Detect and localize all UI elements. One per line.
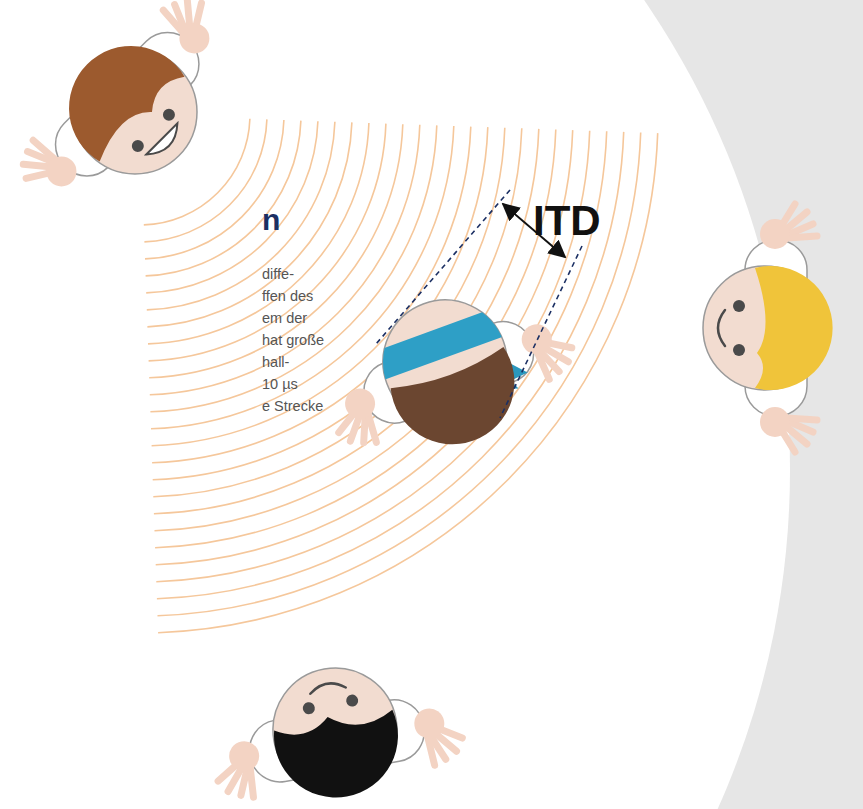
person-brown-hair <box>0 0 267 244</box>
person-black-hair <box>202 647 469 809</box>
itd-label: ITD <box>533 196 601 246</box>
body-text-line: hat große <box>262 332 324 349</box>
body-text-line: diffe- <box>262 266 294 283</box>
person-blindfolded <box>307 261 590 483</box>
body-text-line: ffen des <box>262 288 313 305</box>
background-circle <box>0 0 790 809</box>
body-text-line: e Strecke <box>262 398 323 415</box>
body-text-line: 10 µs <box>262 376 298 393</box>
sound-waves <box>144 119 658 633</box>
person-yellow-hair <box>703 204 833 452</box>
body-text-line: em der <box>262 310 307 327</box>
body-text-line: hall- <box>262 354 289 371</box>
section-heading: n <box>262 202 280 238</box>
